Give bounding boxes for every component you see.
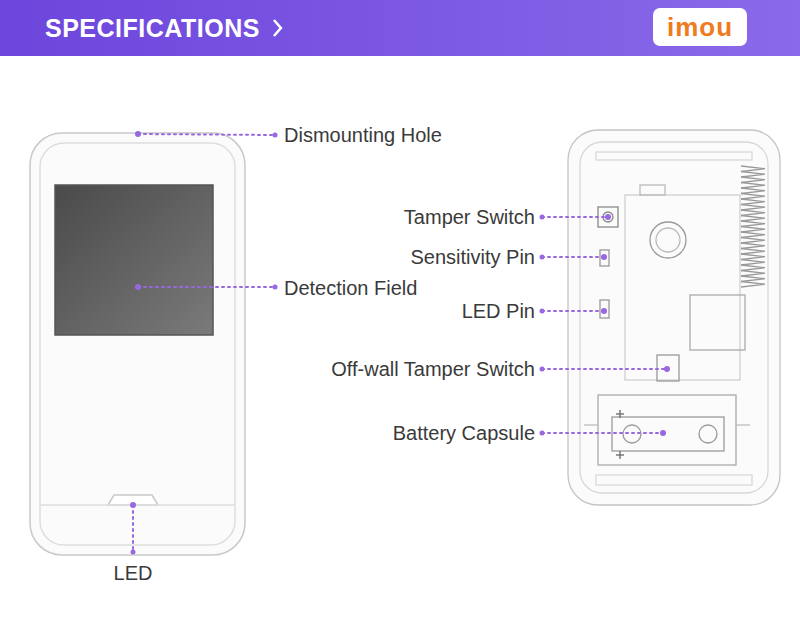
leader-dots [130,131,670,555]
front-view [30,133,245,555]
part-label: Detection Field [284,276,417,300]
part-label: LED Pin [462,299,535,323]
leader-lines [133,134,667,552]
part-label: Sensitivity Pin [411,245,536,269]
brand-logo: imou [653,8,747,46]
chevron-icon [274,20,281,36]
part-label: Tamper Switch [404,205,535,229]
part-label: LED [114,561,153,585]
part-label: Off-wall Tamper Switch [331,357,535,381]
header-bar [0,0,800,56]
page-title: SPECIFICATIONS [45,13,260,43]
back-view [568,130,780,505]
part-label: Dismounting Hole [284,123,442,147]
part-label: Battery Capsule [393,421,535,445]
